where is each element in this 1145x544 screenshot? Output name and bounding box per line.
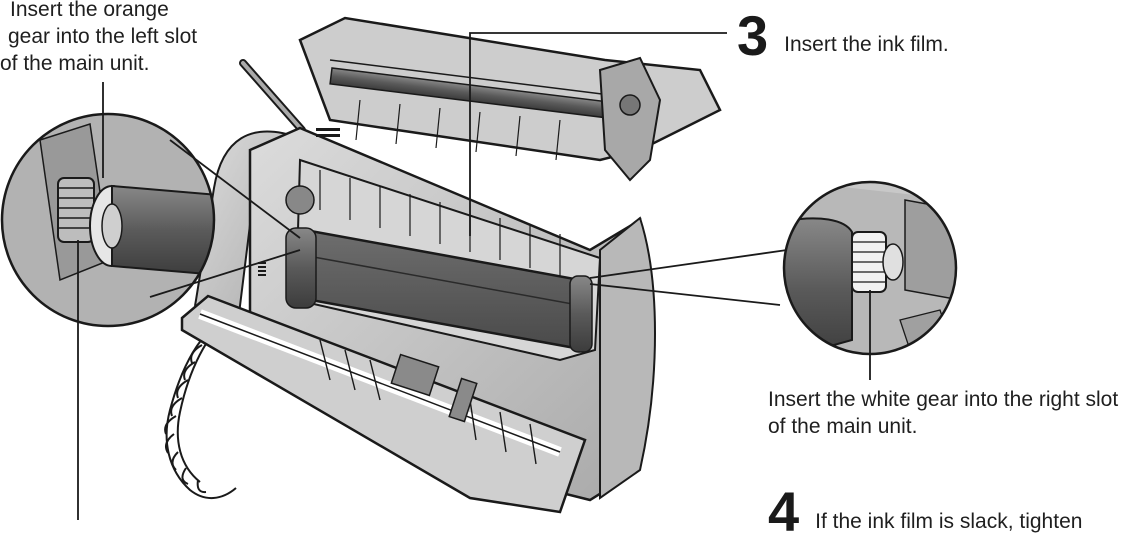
right-zoom-line-top bbox=[589, 249, 788, 279]
left-gear-zoom bbox=[0, 112, 216, 328]
orange-gear bbox=[57, 177, 95, 243]
left-gear-instruction-line-2: gear into the left slot bbox=[8, 25, 198, 48]
step-3-text: Insert the ink film. bbox=[784, 33, 949, 56]
callout-leaders bbox=[77, 32, 871, 520]
right-gear-instruction-line-2: of the main unit. bbox=[768, 415, 918, 438]
left-zoom-line-bottom bbox=[149, 249, 301, 298]
step-4-number: 4 bbox=[768, 484, 800, 543]
left-gear-instruction: Insert the orange gear into the left slo… bbox=[0, 0, 245, 77]
right-gear-instruction-line-1: Insert the white gear into the right slo… bbox=[768, 388, 1119, 411]
left-gear-instruction-line-3: of the main unit. bbox=[0, 52, 150, 75]
step-3-number: 3 bbox=[737, 4, 769, 67]
right-zoom-line-bottom bbox=[589, 283, 781, 306]
step-4-text: If the ink film is slack, tighten bbox=[815, 510, 1083, 533]
left-gear-instruction-line-1: Insert the orange bbox=[10, 0, 169, 21]
curly-cord bbox=[164, 329, 237, 499]
step-4: 4 If the ink film is slack, tighten bbox=[768, 484, 1145, 544]
left-zoom-line-top bbox=[169, 139, 301, 239]
right-gear-instruction: Insert the white gear into the right slo… bbox=[768, 386, 1145, 440]
ink-film bbox=[285, 227, 593, 353]
step-3: 3 Insert the ink film. bbox=[737, 8, 949, 64]
fax-machine-diagram bbox=[0, 16, 958, 520]
white-gear bbox=[851, 231, 904, 293]
